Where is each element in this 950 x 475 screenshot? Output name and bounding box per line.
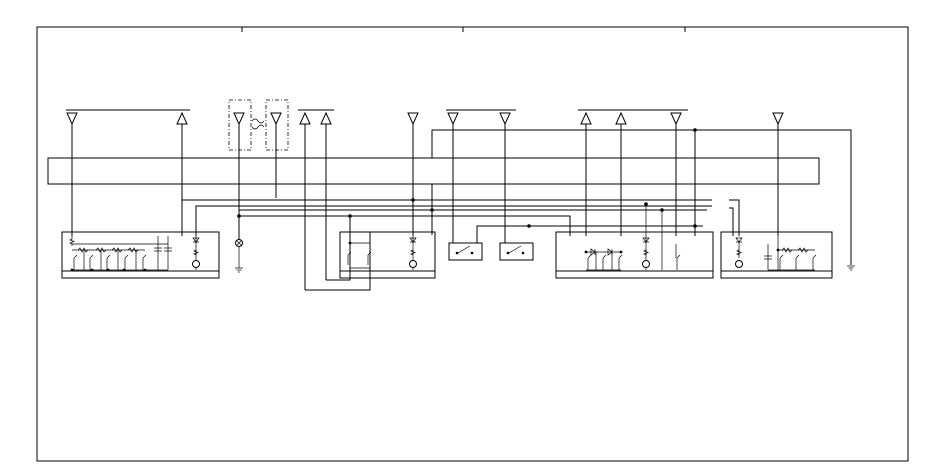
module-2 [305,216,436,291]
ground-lamp [235,239,243,268]
connector-up-icon [320,111,332,125]
ground-icon [847,265,855,271]
connector-down-icon [499,112,511,126]
ground-icon [235,267,243,273]
switch-box-2 [499,242,534,261]
connector-up-icon [615,111,627,125]
switch-box-1 [448,242,483,261]
connector-down-icon [233,112,245,126]
connector-down-group [66,112,784,126]
connector-down-icon [447,112,459,126]
connector-link [251,118,265,130]
connector-down-icon [407,112,419,126]
connector-down-icon [270,112,282,126]
connector-up-group [176,111,627,125]
dashed-connector-housing [265,99,289,151]
connector-up-icon [176,111,188,125]
top-harness-line [431,129,852,265]
harness-wires [71,124,779,290]
connector-up-icon [580,111,592,125]
bus-splice-dots [237,198,697,228]
connector-up-icon [299,111,311,125]
connector-down-icon [66,112,78,126]
connector-down-icon [670,112,682,126]
module-4 [720,231,833,279]
bus-wires [181,199,740,243]
module-1 [61,231,220,279]
connector-down-icon [772,112,784,126]
main-harness-bar [47,157,820,185]
module-3 [555,204,714,279]
diagram-frame [36,26,909,462]
dashed-connector-housing [228,99,252,151]
